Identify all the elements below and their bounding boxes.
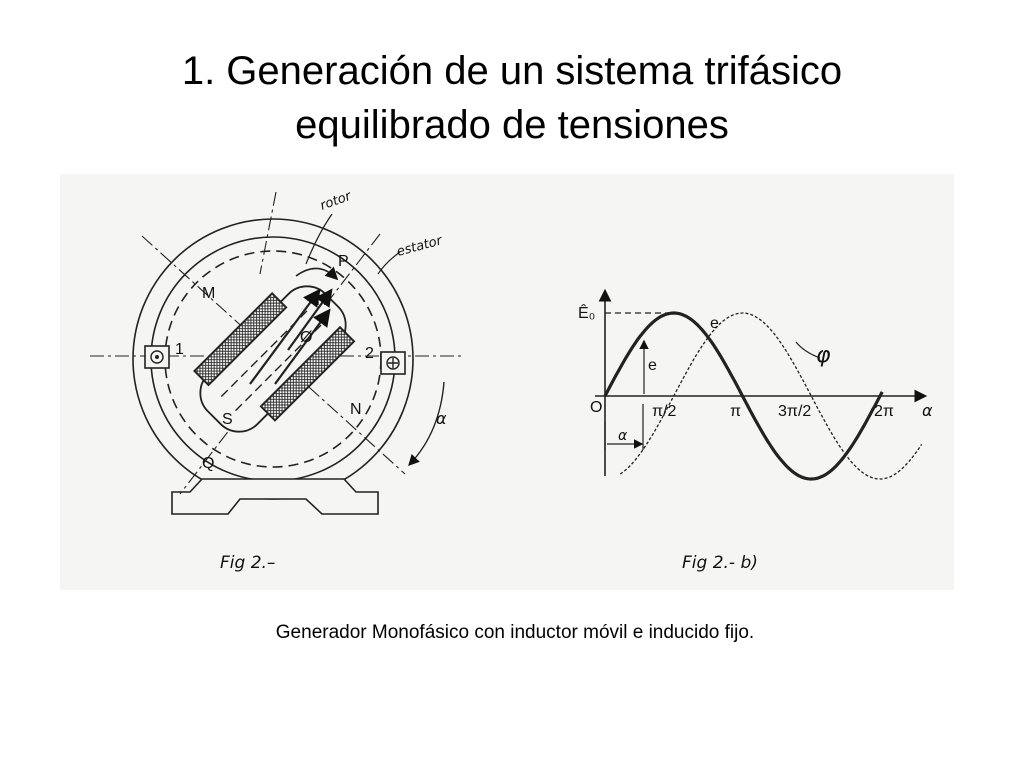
- rotor-axis-line: [259, 191, 277, 275]
- slide-title: 1. Generación de un sistema trifásico eq…: [0, 44, 1024, 152]
- tick-label-pi-half: π/2: [652, 403, 676, 420]
- y-axis-label: Ê₀: [578, 303, 595, 322]
- coil-lower: [259, 325, 356, 422]
- generator-cross-section: [90, 191, 465, 515]
- label-2: 2: [365, 345, 374, 362]
- label-phi: Ø: [300, 329, 312, 346]
- plus-terminal-icon: [386, 356, 400, 370]
- waveform-plot: [595, 288, 928, 481]
- phi-curve: [619, 312, 923, 480]
- flux-arrow-2: [274, 308, 331, 385]
- label-M: M: [202, 285, 215, 302]
- tick-label-3pi-half: 3π/2: [778, 403, 811, 420]
- origin-label: O: [590, 399, 602, 416]
- label-N-top: N: [316, 292, 328, 309]
- dot-terminal-icon: [150, 350, 164, 364]
- slide-title-line-2: equilibrado de tensiones: [295, 103, 729, 147]
- tick-label-2pi: 2π: [874, 403, 894, 420]
- e-curve-label: e: [710, 315, 719, 332]
- generator-base: [171, 478, 379, 515]
- label-N-bottom: N: [350, 401, 362, 418]
- figure-caption: Generador Monofásico con inductor móvil …: [275, 622, 755, 643]
- label-Q: Q: [202, 455, 214, 472]
- coil-upper: [193, 291, 288, 387]
- rotor-label: rotor: [318, 188, 354, 214]
- alpha-angle-arc: [408, 381, 445, 467]
- figure-panel: rotor estator M N P Ø 1 2 S N Q α Fig 2.…: [60, 174, 954, 590]
- flux-arrow-1: [249, 288, 321, 385]
- rotation-arc: [295, 266, 339, 281]
- estator-leader: [377, 251, 401, 275]
- generator-figure: rotor estator M N P Ø 1 2 S N Q α Fig 2.…: [90, 188, 933, 573]
- fig-2b-label: Fig 2.- b): [682, 553, 758, 573]
- alpha-interval-label: α: [618, 428, 628, 444]
- label-alpha-left: α: [436, 409, 447, 428]
- phi-leader: [795, 341, 821, 359]
- e-amplitude-label: e: [648, 357, 657, 374]
- e-curve: [603, 311, 884, 481]
- slide-title-line-1: 1. Generación de un sistema trifásico: [181, 49, 843, 93]
- estator-label: estator: [395, 233, 445, 260]
- x-axis-label: α: [922, 401, 933, 420]
- tick-label-pi: π: [730, 403, 741, 420]
- flux-arrow-3: [287, 288, 333, 351]
- label-P: P: [338, 253, 349, 270]
- label-S: S: [222, 411, 233, 428]
- fig-2-label: Fig 2.–: [220, 553, 275, 573]
- phi-label: φ: [816, 343, 831, 368]
- rotor-leader: [305, 213, 333, 265]
- diagonal-axis-PQ: [179, 233, 381, 495]
- label-1: 1: [175, 341, 184, 358]
